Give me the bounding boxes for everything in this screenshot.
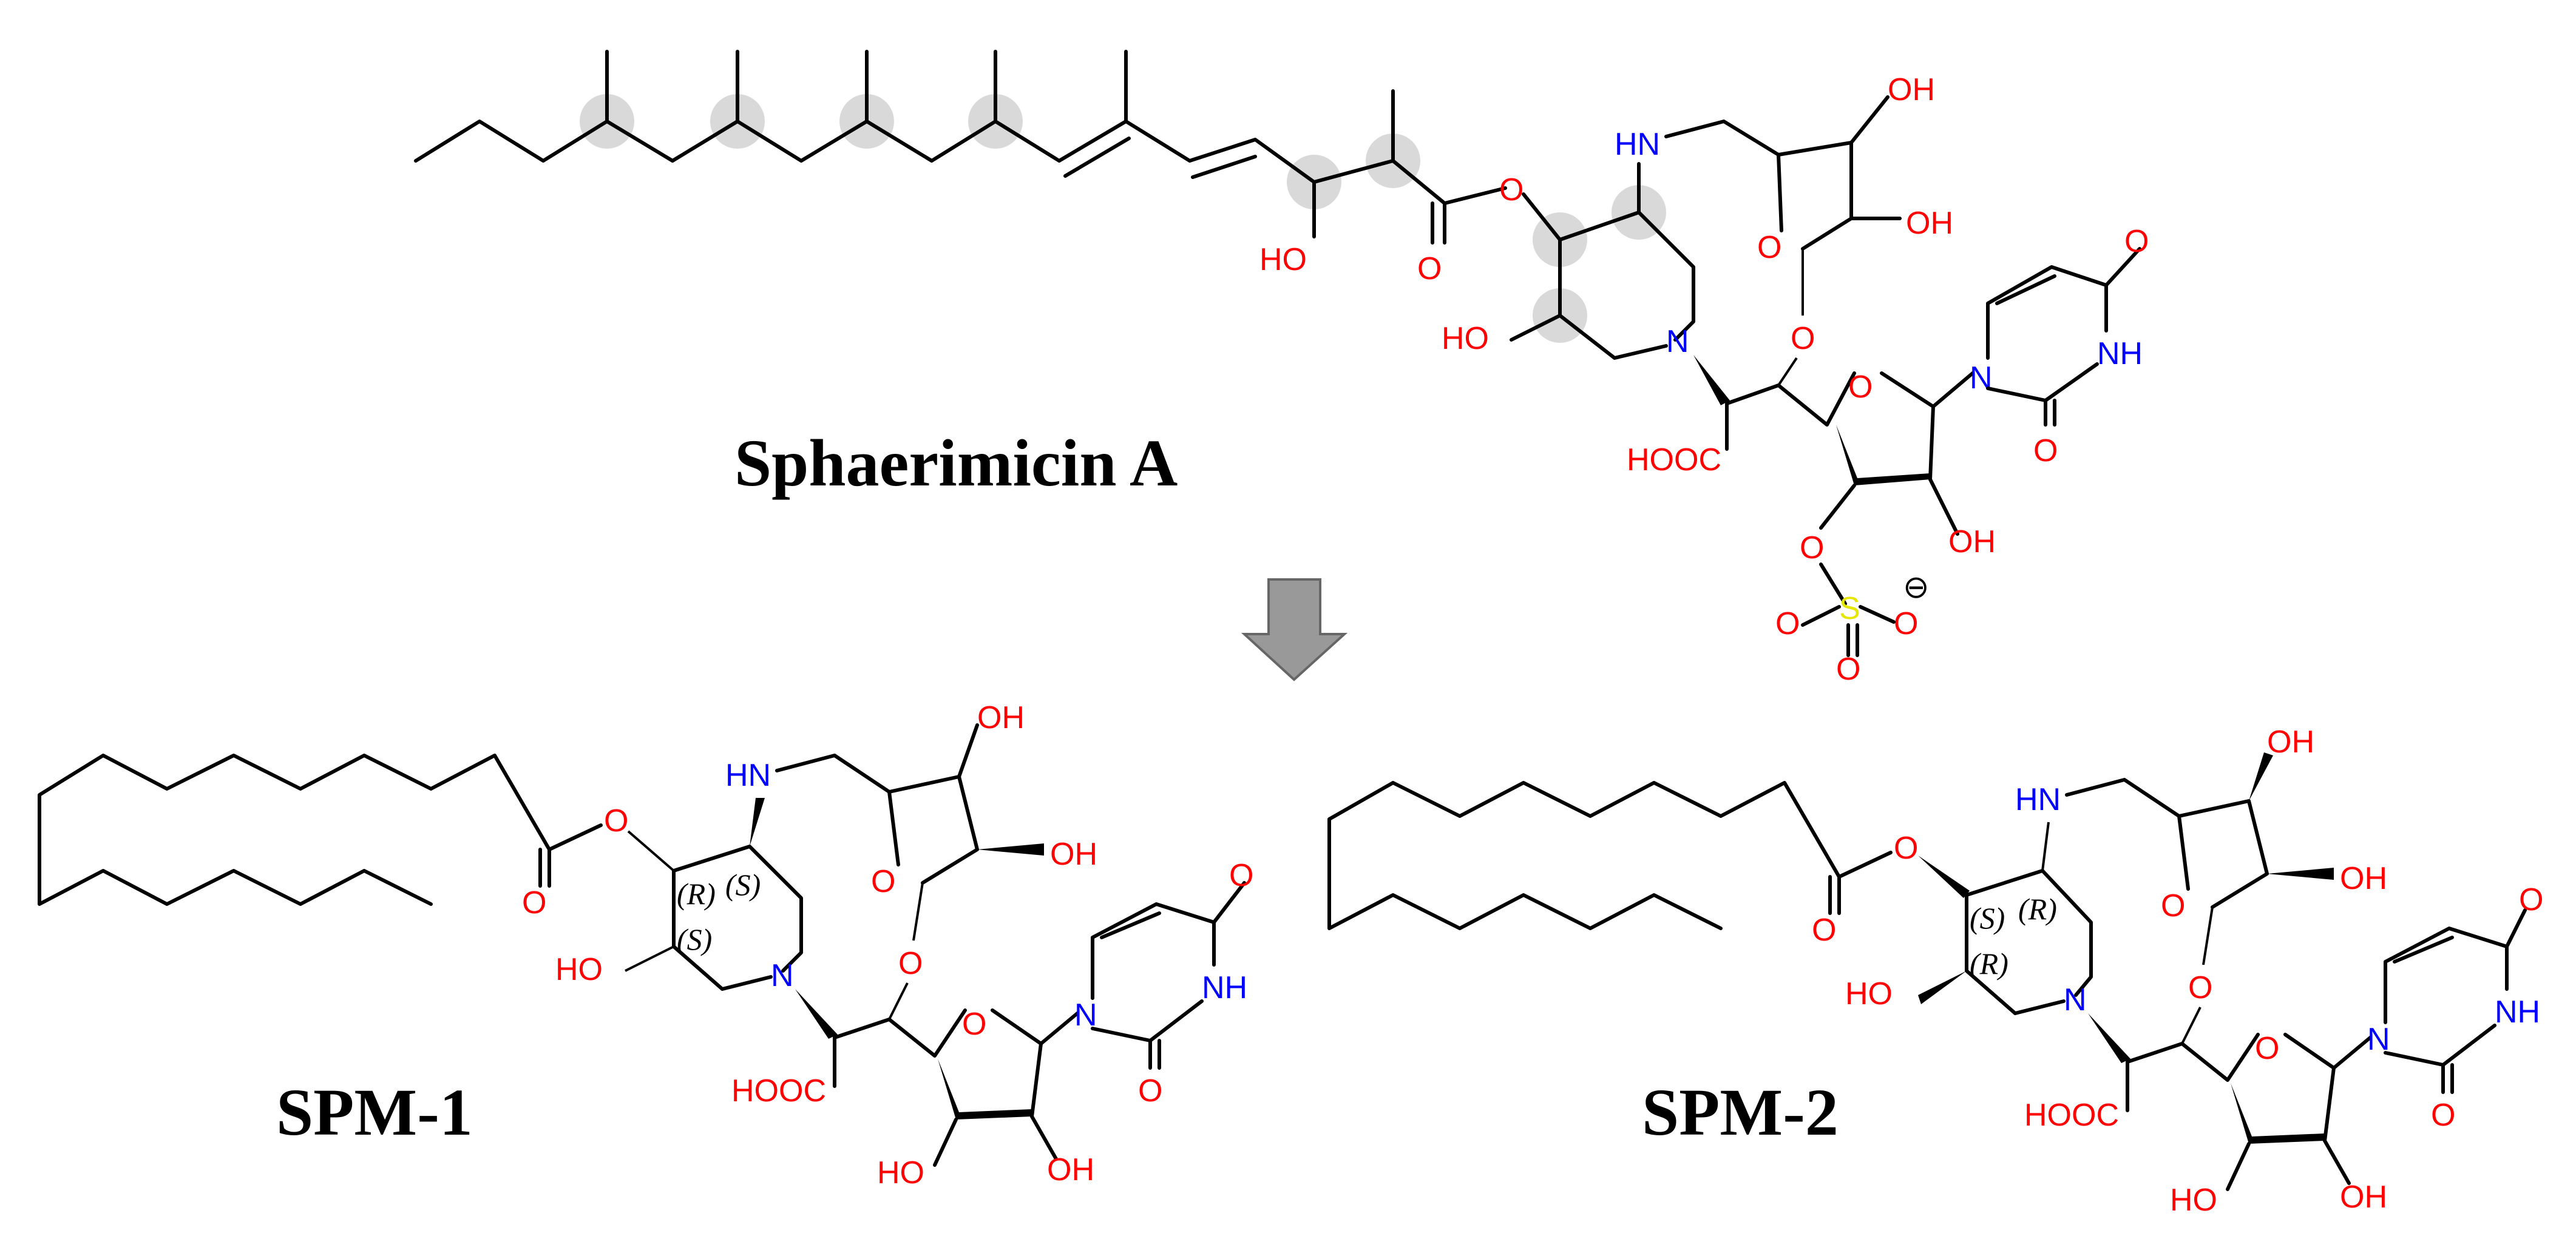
sulfate-oxygen-label: O [1894,606,1918,641]
ester-oxygen-label: O [604,803,628,839]
title-spm-1: SPM-1 [276,1075,473,1149]
carbonyl-oxygen-label: O [2033,433,2058,468]
glycosidic-oxygen-label: O [1791,321,1815,356]
carbonyl-oxygen-label: O [1229,858,1253,893]
amine-label: HN [725,758,771,793]
ring-oxygen-label: O [962,1007,986,1042]
stereo-descriptor: (S) [677,922,712,956]
spm-1-structure: O O N HO (R) (S) (S) HN O OH OH O HOOC O [38,700,1253,1190]
sulfate-oxygen-label: O [1775,606,1800,641]
hydroxyl-label: HO [1845,976,1893,1011]
stereo-descriptor: (R) [2018,892,2057,926]
stereo-descriptor: (S) [1970,901,2005,935]
sphaerimicin-a-structure: HO O O N HO HN O OH OH O HOOC O [414,50,2149,687]
glycosidic-oxygen-label: O [898,946,923,981]
piperidine-nitrogen-label: N [2064,982,2087,1018]
amine-label: HN [1615,127,1660,162]
carboxyl-label: HOOC [1627,442,1721,478]
fatty-acid-chain [1327,781,1841,930]
hydroxyl-label: OH [2340,1180,2387,1215]
carbonyl-oxygen-label: O [2124,224,2149,259]
sulfate-oxygen-label: O [1800,530,1824,566]
imide-nh-label: NH [1202,970,1247,1005]
hydroxyl-label: OH [1888,72,1935,107]
carboxyl-label: HOOC [2024,1098,2119,1133]
hydroxyl-label: OH [2340,861,2387,896]
hydroxyl-label: OH [977,700,1025,735]
fatty-acid-chain [38,754,551,906]
alkyl-chain [414,120,1507,205]
hydroxyl-label: HO [1259,242,1307,277]
hydroxyl-label: OH [1047,1152,1094,1187]
carbonyl-oxygen-label: O [1812,913,1836,948]
hydroxyl-label: HO [877,1155,924,1190]
hydroxyl-label: OH [1906,206,1953,241]
piperidine-nitrogen-label: N [1666,324,1689,359]
carbonyl-oxygen-label: O [2519,882,2543,917]
imide-nh-label: NH [2097,336,2143,371]
negative-charge-icon: ⊖ [1903,570,1930,605]
stereo-descriptor: (R) [677,877,716,911]
sulfur-label: S [1839,591,1860,626]
imide-nh-label: NH [2495,995,2540,1030]
glycosidic-oxygen-label: O [2188,970,2212,1005]
carbonyl-oxygen-label: O [2431,1098,2455,1133]
carbonyl-oxygen-label: O [1417,251,1442,286]
carboxyl-label: HOOC [731,1073,826,1109]
ring-oxygen-label: O [871,864,895,899]
hydroxyl-label: HO [1442,321,1489,356]
title-sphaerimicin-a: Sphaerimicin A [734,426,1178,500]
ester-oxygen-label: O [1499,172,1524,208]
hydroxyl-label: OH [2267,724,2314,760]
hydroxyl-label: OH [1050,837,1097,872]
spm-2-structure: O O N HO (S) (R) (R) HN O OH OH O HOOC O [1327,724,2543,1218]
stereocenter-highlights [580,94,1666,343]
sulfate-oxygen-label: O [1836,652,1860,687]
hydroxyl-label: HO [555,952,603,987]
stereo-descriptor: (R) [1970,947,2008,981]
ring-oxygen-label: O [1848,370,1873,405]
piperidine-nitrogen-label: N [771,958,794,993]
carbonyl-oxygen-label: O [522,885,546,920]
hydroxyl-label: OH [1948,524,1996,559]
ring-oxygen-label: O [2161,888,2185,924]
title-spm-2: SPM-2 [1642,1075,1839,1149]
carbonyl-oxygen-label: O [1138,1073,1162,1109]
stereo-descriptor: (S) [725,868,761,902]
ring-oxygen-label: O [1757,230,1781,265]
hydroxyl-label: HO [2170,1183,2217,1218]
transformation-arrow-icon [1241,578,1348,681]
ring-oxygen-label: O [2255,1031,2279,1066]
amine-label: HN [2015,782,2061,817]
ester-oxygen-label: O [1894,831,1918,866]
